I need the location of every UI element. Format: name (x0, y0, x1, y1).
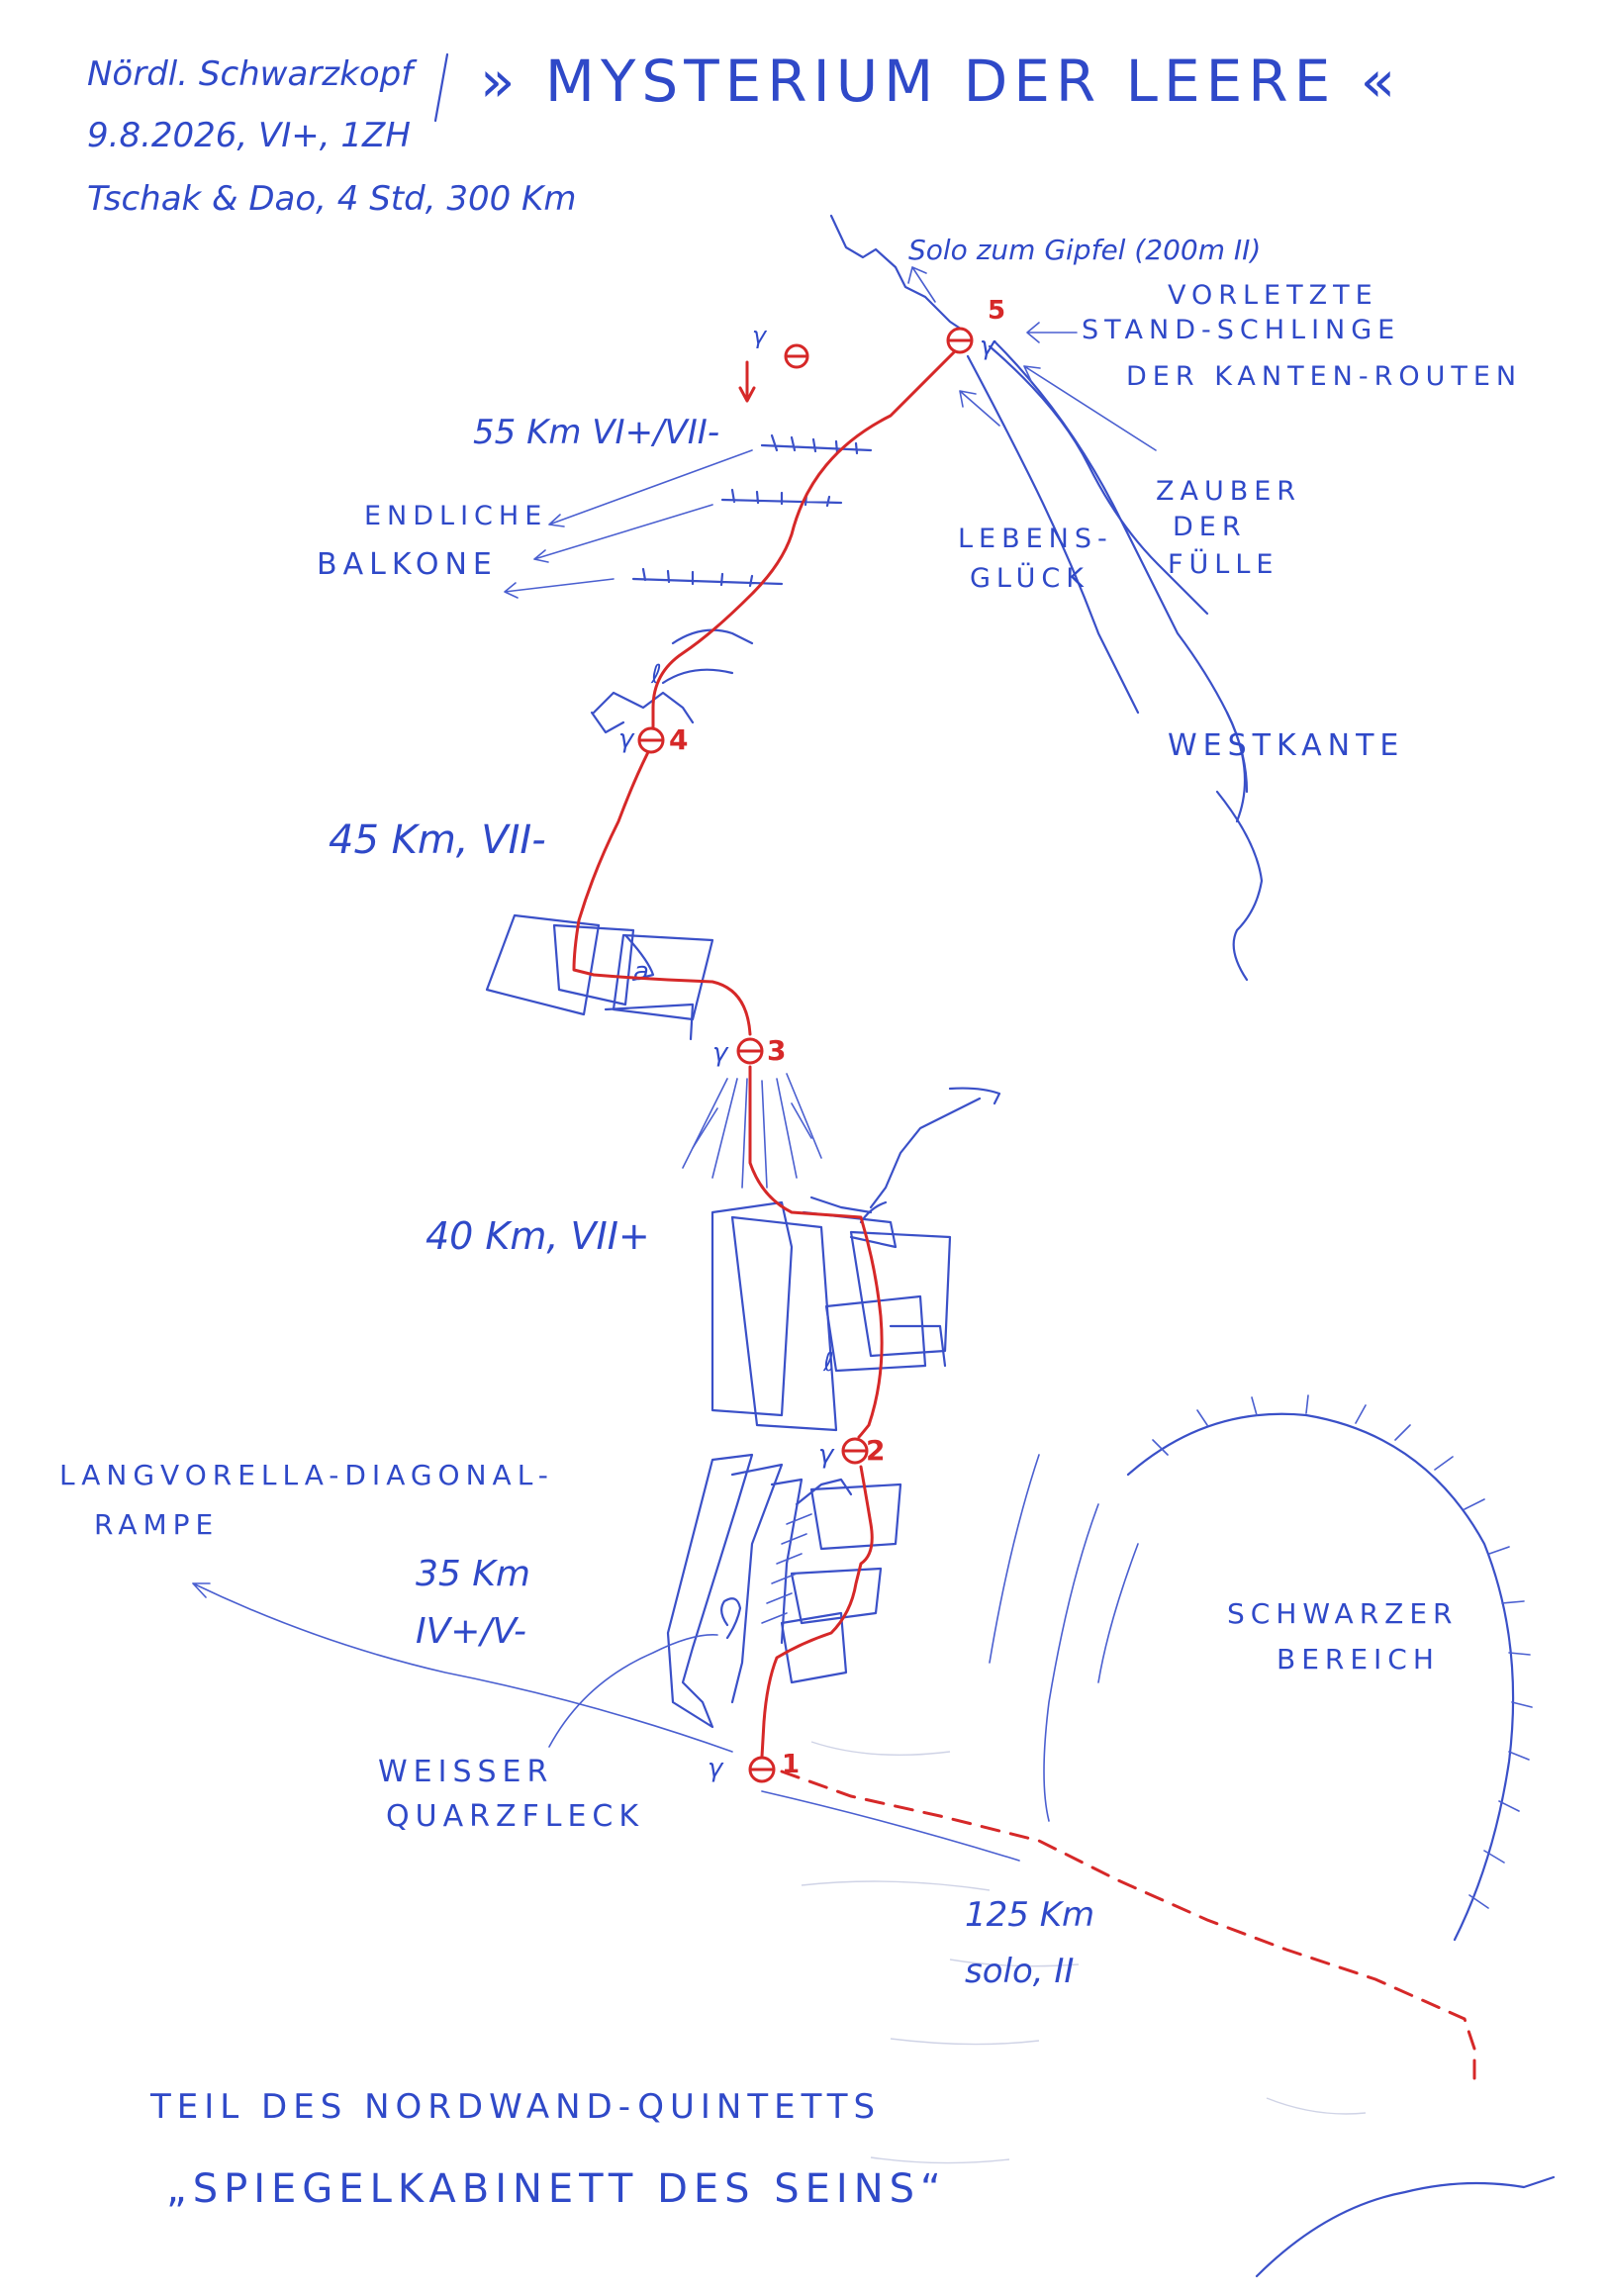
quartz-patch (720, 1597, 742, 1640)
quarz-line-2: QUARZFLECK (386, 1799, 644, 1834)
svg-text:ℓ: ℓ (822, 1348, 834, 1378)
pitch-3-label: 40 Km, VII+ (426, 1214, 650, 1258)
schwarzer-bereich-outline (989, 1394, 1533, 1942)
vorletzte-line-1: VORLETZTE (1168, 280, 1378, 311)
route-title: » MYSTERIUM DER LEERE « (480, 48, 1401, 115)
header-divider (433, 52, 449, 123)
svg-text:γ: γ (712, 1038, 729, 1068)
belay-1: γ 1 (708, 1750, 800, 1783)
approach-ground (761, 1790, 1020, 1862)
svg-text:a: a (633, 957, 649, 987)
quarz-line-1: WEISSER (378, 1755, 553, 1789)
rappel-arrow (738, 360, 756, 403)
westkante-mid-line (1225, 711, 1247, 823)
rock-features-upper: ℓ (590, 628, 754, 734)
header-line-1: Nördl. Schwarzkopf (87, 54, 418, 94)
header-line-3: Tschak & Dao, 4 Std, 300 Km (87, 179, 576, 219)
solo-arrow (907, 266, 936, 303)
svg-text:ℓ: ℓ (650, 660, 662, 690)
svg-text:γ: γ (818, 1440, 835, 1470)
rampe-arrow (192, 1582, 733, 1753)
header-line-2: 9.8.2026, VI+, 1ZH (87, 116, 411, 155)
pitch-4-label: 45 Km, VII- (329, 817, 546, 863)
endliche-balkone (504, 433, 873, 599)
schwarz-line-2: BEREICH (1277, 1643, 1440, 1675)
belay-2: γ 2 (818, 1434, 885, 1470)
right-overhang (809, 1087, 1001, 1224)
belay-2-number: 2 (866, 1434, 885, 1467)
lebens-line-2: GLÜCK (970, 562, 1089, 594)
belay-3-number: 3 (767, 1034, 786, 1067)
lebensglueck-line (966, 354, 1140, 715)
pitch-2-label-2: IV+/V- (416, 1611, 526, 1652)
zauber-line-3: FÜLLE (1168, 548, 1278, 580)
westkante-label: WESTKANTE (1168, 728, 1404, 763)
slab-blocks-middle: ℓ (710, 1200, 952, 1432)
balkone-line-2: BALKONE (317, 547, 498, 582)
westkante-lower-line (1215, 790, 1264, 982)
zauber-line-2: DER (1173, 512, 1247, 542)
belay-3: γ 3 (712, 1034, 786, 1068)
pitch-5-label: 55 Km VI+/VII- (473, 413, 719, 452)
rappel-sling-mark: γ (752, 322, 768, 349)
vorletzte-line-3: DER KANTEN-ROUTEN (1126, 361, 1522, 392)
slab-blocks-lower (666, 1453, 902, 1729)
belay-5: γ 5 (946, 296, 1005, 361)
zauber-line (988, 344, 1209, 616)
rampe-line-1: LANGVORELLA-DIAGONAL- (59, 1459, 554, 1491)
background-contours (801, 1741, 1367, 2164)
belay-4: γ 4 (618, 723, 688, 756)
vorletzte-line-2: STAND-SCHLINGE (1082, 315, 1400, 345)
roof-blocks: a (485, 913, 714, 1041)
zauber-line-1: ZAUBER (1156, 476, 1301, 507)
lebens-line-1: LEBENS- (958, 524, 1113, 554)
pitch-2-label-1: 35 Km (416, 1554, 530, 1594)
approach-label-1: 125 Km (965, 1895, 1094, 1935)
balkone-line-1: ENDLICHE (364, 501, 547, 531)
belay-5-number: 5 (988, 296, 1005, 326)
svg-text:γ: γ (980, 332, 996, 361)
crack-flare (682, 1073, 822, 1189)
footer-line-2: „SPIEGELKABINETT DES SEINS“ (166, 2166, 947, 2212)
belay-4-number: 4 (669, 723, 688, 756)
belay-1-number: 1 (782, 1750, 800, 1779)
solo-summit-note: Solo zum Gipfel (200m II) (908, 234, 1261, 266)
lebens-arrow (959, 390, 1000, 427)
vorletzte-arrow (1026, 322, 1078, 343)
svg-text:γ: γ (618, 724, 635, 754)
quartz-pointer (548, 1634, 718, 1748)
climbing-route (572, 339, 967, 1759)
approach-label-2: solo, II (965, 1952, 1074, 1991)
bottom-hill (1255, 2175, 1556, 2278)
footer-line-1: TEIL DES NORDWAND-QUINTETTS (149, 2087, 881, 2127)
zauber-arrow (1023, 365, 1157, 451)
summit-ridge (829, 214, 967, 334)
approach-route (780, 1770, 1476, 2090)
rampe-line-2: RAMPE (94, 1508, 219, 1541)
svg-text:γ: γ (708, 1754, 724, 1783)
schwarz-line-1: SCHWARZER (1227, 1597, 1458, 1630)
